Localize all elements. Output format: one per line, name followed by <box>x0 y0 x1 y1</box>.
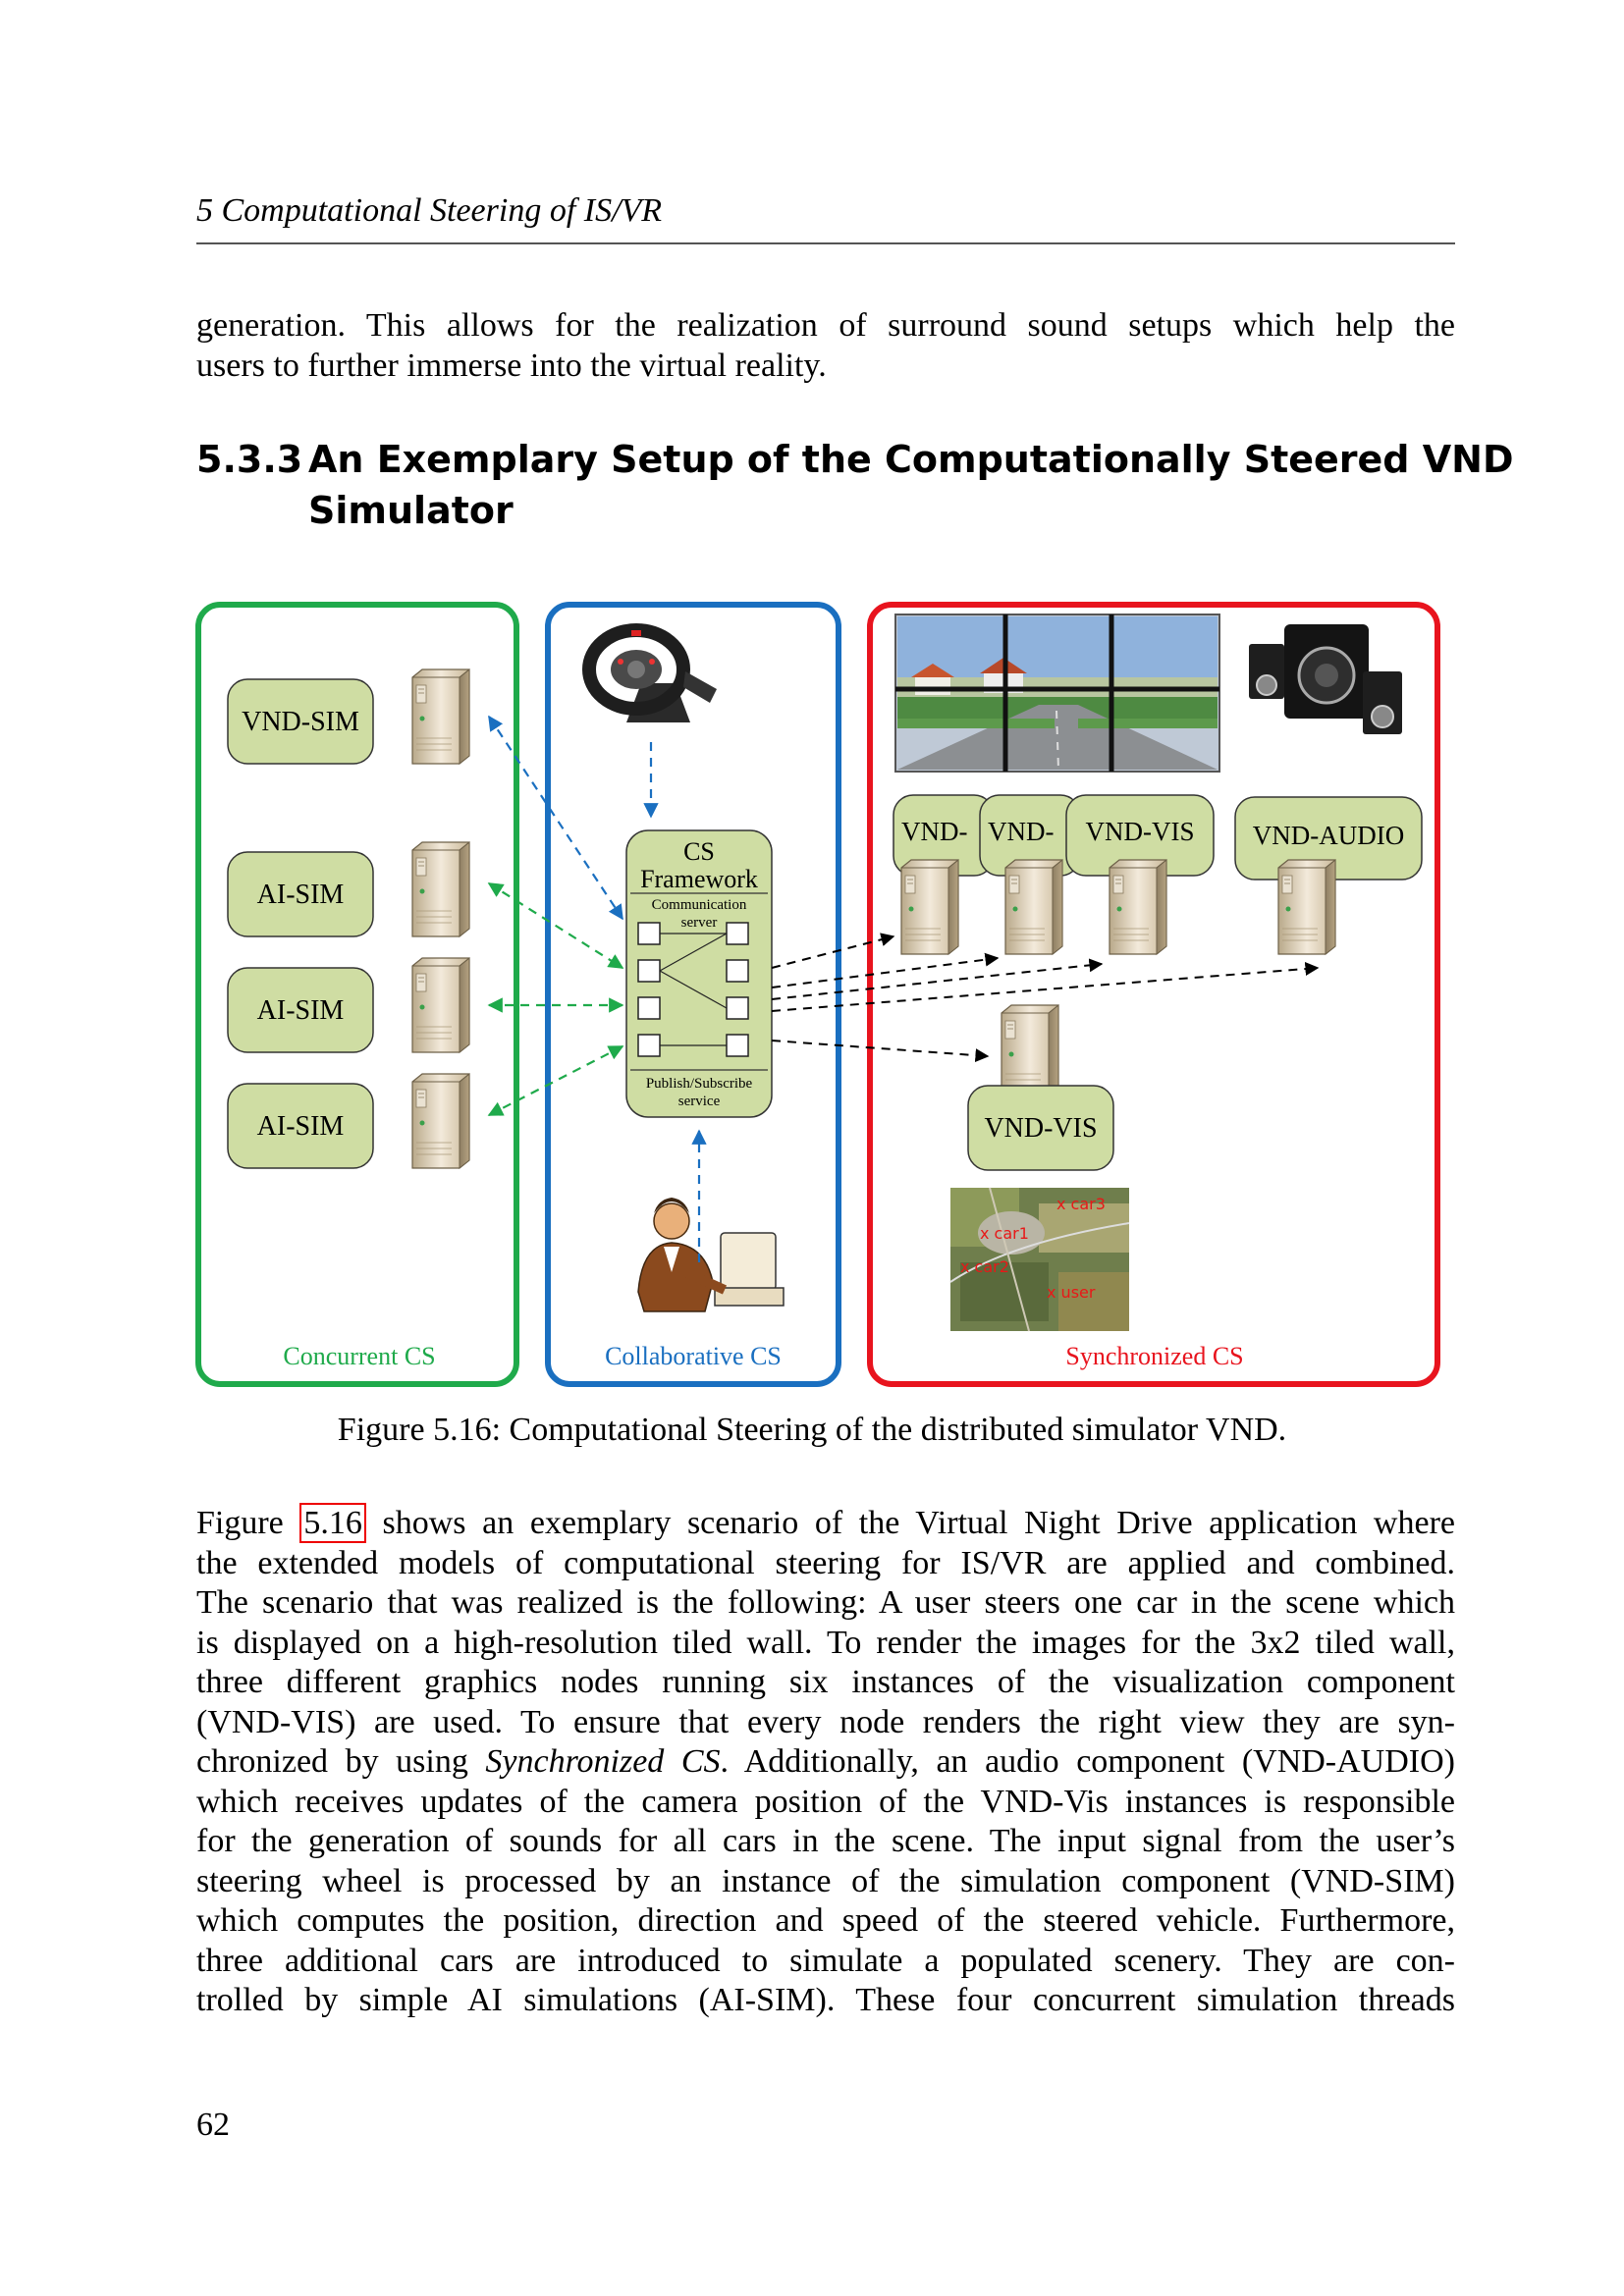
map-image: x car3 x car1 x car2 x user <box>949 1187 1130 1332</box>
server-icon <box>411 668 470 765</box>
svg-text:server: server <box>681 915 718 931</box>
server-icon <box>1004 859 1063 955</box>
svg-text:VND-VIS: VND-VIS <box>1086 817 1195 846</box>
svg-text:VND-: VND- <box>901 817 968 846</box>
running-head: 5 Computational Steering of IS/VR <box>196 192 663 229</box>
intro-paragraph: generation. This allows for the realizat… <box>196 306 1455 386</box>
figure-reference-link[interactable]: 5.16 <box>299 1503 366 1543</box>
svg-text:AI-SIM: AI-SIM <box>257 995 345 1026</box>
svg-text:CS: CS <box>683 837 715 866</box>
svg-text:x car1: x car1 <box>980 1224 1029 1243</box>
vnd-sim-node: VND-SIM <box>227 678 374 765</box>
svg-text:AI-SIM: AI-SIM <box>257 1111 345 1142</box>
body-line: for the generation of sounds for all car… <box>196 1823 1455 1859</box>
vnd-vis-node: VND- <box>979 794 1081 877</box>
body-line: which receives updates of the camera pos… <box>196 1783 1455 1820</box>
body-paragraph: Figure 5.16 shows an exemplary scenario … <box>196 1503 1455 2021</box>
svg-text:AI-SIM: AI-SIM <box>257 880 345 910</box>
section-number: 5.3.3 <box>196 438 303 481</box>
synchronized-label: Synchronized CS <box>1065 1342 1243 1370</box>
figure-caption: Figure 5.16: Computational Steering of t… <box>337 1412 1287 1448</box>
synchronized-panel <box>867 602 1440 1387</box>
body-line: the extended models of computational ste… <box>196 1544 1455 1581</box>
italic-term: Synchronized CS <box>485 1743 721 1780</box>
svg-text:x car3: x car3 <box>1056 1195 1106 1213</box>
vnd-audio-node: VND-AUDIO <box>1234 796 1423 881</box>
svg-text:VND-: VND- <box>988 817 1055 846</box>
concurrent-label: Concurrent CS <box>283 1342 435 1370</box>
body-line-1: Figure 5.16 shows an exemplary scenario … <box>196 1503 1455 1543</box>
svg-text:Publish/Subscribe: Publish/Subscribe <box>646 1076 753 1092</box>
body-line: three additional cars are introduced to … <box>196 1942 1455 1979</box>
user-at-computer-icon <box>637 1198 785 1312</box>
body-line: steering wheel is processed by an instan… <box>196 1862 1455 1899</box>
collaborative-label: Collaborative CS <box>605 1342 782 1370</box>
body-line: is displayed on a high-resolution tiled … <box>196 1624 1455 1661</box>
ai-sim-node: AI-SIM <box>227 967 374 1053</box>
ai-sim-node: AI-SIM <box>227 1083 374 1169</box>
header-rule <box>196 242 1455 244</box>
svg-text:Framework: Framework <box>640 865 758 893</box>
speakers-icon <box>1249 624 1402 734</box>
server-icon <box>411 841 470 937</box>
body-line: trolled by simple AI simulations (AI-SIM… <box>196 1982 1455 2018</box>
server-icon <box>1109 859 1167 955</box>
body-line: The scenario that was realized is the fo… <box>196 1584 1455 1621</box>
svg-text:service: service <box>678 1094 721 1109</box>
cs-framework-node: CS Framework Communication server Publis… <box>625 829 773 1118</box>
svg-text:Communication: Communication <box>652 897 747 913</box>
vnd-vis-node: VND-VIS <box>1065 794 1215 877</box>
svg-text:x user: x user <box>1047 1283 1096 1302</box>
figure-diagram: VND-SIM AI-SIM AI-SIM AI-SIM CS Framewor… <box>195 602 1440 1387</box>
intro-line-2: users to further immerse into the virtua… <box>196 347 827 384</box>
body-line: which computes the position, direction a… <box>196 1902 1455 1939</box>
tiled-display-wall-image <box>894 614 1220 773</box>
section-title-line2: Simulator <box>308 489 514 532</box>
body-line: (VND-VIS) are used. To ensure that every… <box>196 1703 1455 1740</box>
svg-text:VND-VIS: VND-VIS <box>984 1113 1097 1144</box>
svg-text:VND-AUDIO: VND-AUDIO <box>1253 821 1404 850</box>
svg-text:x car2: x car2 <box>960 1257 1009 1276</box>
vnd-vis-node: VND-VIS <box>967 1085 1114 1171</box>
server-icon <box>1277 859 1336 955</box>
server-icon <box>900 859 959 955</box>
page-number: 62 <box>196 2107 230 2143</box>
section-title-line1: An Exemplary Setup of the Computationall… <box>308 438 1514 481</box>
svg-text:VND-SIM: VND-SIM <box>242 707 359 737</box>
server-icon <box>411 957 470 1053</box>
intro-line-1: generation. This allows for the realizat… <box>196 307 1455 344</box>
ai-sim-node: AI-SIM <box>227 851 374 937</box>
body-line-7: chronized by using Synchronized CS. Addi… <box>196 1743 1455 1780</box>
steering-wheel-icon <box>582 623 717 722</box>
collaborative-panel <box>545 602 841 1387</box>
concurrent-panel <box>195 602 519 1387</box>
body-line: three different graphics nodes running s… <box>196 1664 1455 1700</box>
server-icon <box>411 1073 470 1169</box>
vnd-vis-node: VND- <box>893 794 995 877</box>
